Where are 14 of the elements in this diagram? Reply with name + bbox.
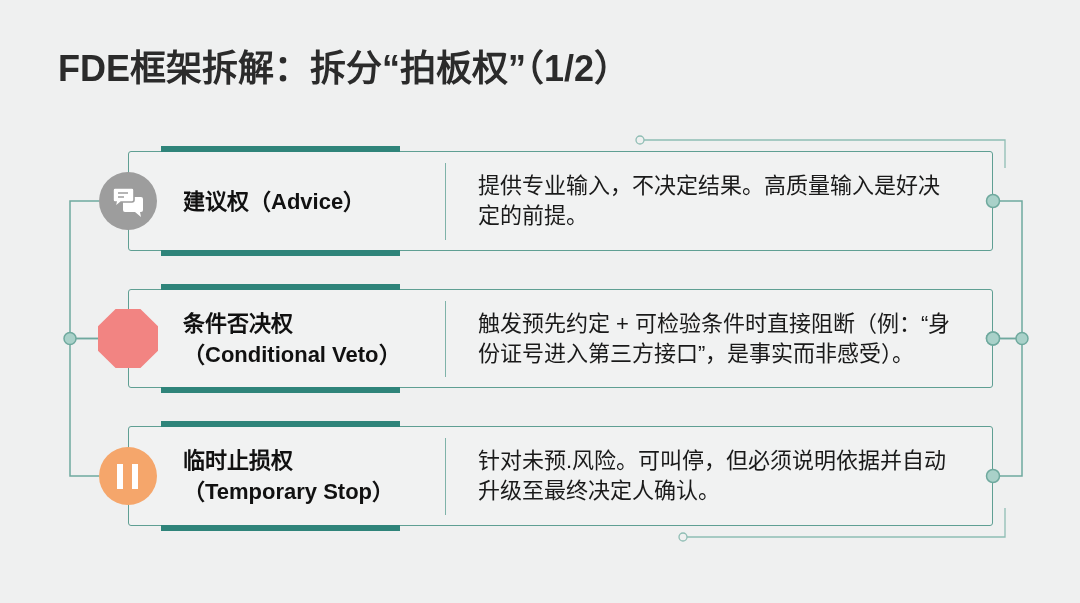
card-description: 提供专业输入，不决定结果。高质量输入是好决定的前提。	[478, 172, 941, 230]
card-description: 触发预先约定 + 可检验条件时直接阻断（例：“身份证号进入第三方接口”，是事实而非感受）。	[478, 309, 952, 368]
slide-title: FDE框架拆解：拆分“拍板权”（1/2）	[58, 47, 631, 91]
pause-icon	[99, 447, 157, 505]
card	[128, 426, 993, 526]
card	[128, 151, 993, 251]
card-heading: 临时止损权（Temporary Stop）	[183, 447, 396, 506]
card-description: 针对未预.风险。可叫停，但必须说明依据并自动升级至最终决定人确认。	[478, 447, 948, 505]
card-heading: 条件否决权（Conditional Veto）	[183, 309, 402, 369]
card-heading: 建议权（Advice）	[183, 187, 366, 216]
octagon-icon	[98, 309, 158, 368]
connector-line	[985, 331, 1023, 484]
card	[128, 289, 993, 388]
connector-line	[69, 337, 100, 477]
